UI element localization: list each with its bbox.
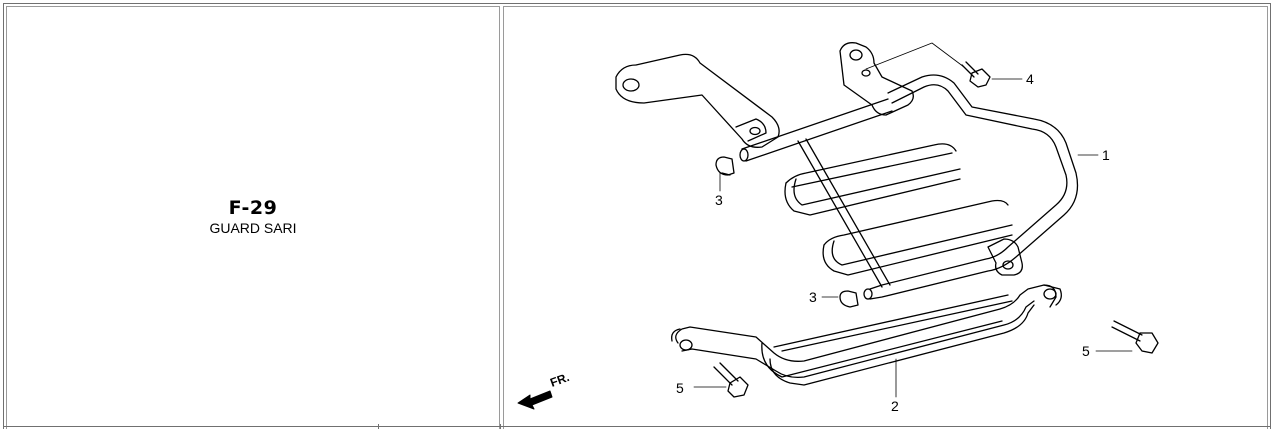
- part-5-bolt-right: [1111, 320, 1159, 354]
- frame-bottom-rule: [3, 426, 1271, 427]
- front-direction-marker: FR.: [517, 370, 571, 410]
- section-code: F-29: [228, 197, 278, 219]
- callout-5-left: 5: [676, 380, 684, 396]
- callout-5-right: 5: [1082, 343, 1090, 359]
- section-title-block: F-29 GUARD SARI: [7, 197, 499, 237]
- exploded-diagram-cell: FR. 1 2 3 3 4 5 5: [503, 6, 1268, 429]
- front-marker-label: FR.: [548, 370, 571, 390]
- part-3-cap-upper: [715, 156, 735, 176]
- catalog-frame: [3, 3, 1271, 429]
- part-2-side-guard: [671, 284, 1062, 386]
- table-column-tick: [500, 424, 501, 429]
- callout-4: 4: [1026, 71, 1034, 87]
- callout-1: 1: [1102, 147, 1110, 163]
- leader-lines: [693, 42, 1133, 398]
- part-5-bolt-left: [713, 362, 749, 398]
- callout-labels: 1 2 3 3 4 5 5: [676, 71, 1110, 414]
- part-4-bolt: [961, 61, 991, 88]
- part-3-cap-lower: [839, 290, 859, 308]
- section-name: GUARD SARI: [209, 220, 297, 236]
- part-1-grab-rail: [615, 42, 1079, 300]
- section-info-cell: F-29 GUARD SARI: [6, 6, 500, 429]
- exploded-diagram: FR. 1 2 3 3 4 5 5: [517, 42, 1159, 414]
- callout-3-lower: 3: [809, 289, 817, 305]
- table-column-tick: [378, 424, 379, 429]
- callout-3-upper: 3: [715, 192, 723, 208]
- callout-2: 2: [891, 398, 899, 414]
